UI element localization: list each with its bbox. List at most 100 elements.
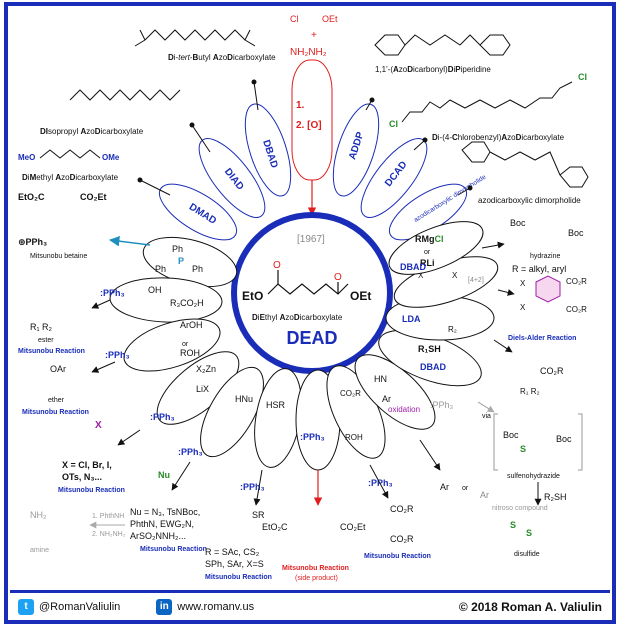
linkedin-icon: in	[156, 598, 173, 615]
halide-arrow	[117, 429, 141, 446]
hydrazine-label: hydrazine	[530, 253, 560, 260]
dcad-structure	[401, 81, 573, 123]
malonate-mitsunobu: Mitsunobu Reaction	[364, 553, 431, 560]
sulfur-pph3: :PPh₃	[430, 400, 454, 410]
halide-x-list: X = Cl, Br, I,	[62, 460, 112, 470]
diels-42: [4+2]	[468, 277, 484, 284]
thio-sr: SR	[252, 510, 265, 520]
nu-list3: ArSO₂NNH₂...	[130, 531, 186, 541]
ether-pph3: :PPh₃	[105, 350, 130, 360]
nu-arrow	[171, 461, 191, 491]
halide-lix: LiX	[196, 384, 209, 394]
center-o-mid: O	[334, 272, 342, 283]
disulfide-s2: S	[526, 528, 532, 538]
ether-mitsunobu: Mitsunobu Reaction	[22, 409, 89, 416]
side-eto2c: EtO₂C	[262, 522, 288, 532]
center-name: DiEthyl AzoDicarboxylate	[252, 313, 343, 322]
center-year: [1967]	[297, 234, 325, 245]
petal-dmad: DMAD	[137, 177, 238, 241]
copyright: © 2018 Roman A. Valiulin	[458, 599, 602, 614]
petal-addp: ADDP	[332, 97, 380, 197]
synth-cl: Cl	[290, 14, 299, 24]
lda-co2r: CO₂R	[540, 366, 564, 376]
dimorpholide-name: azodicarboxylic dimorpholide	[478, 196, 581, 205]
diels-x1: X	[418, 271, 424, 280]
thio-list2: SPh, SAr, X=S	[205, 559, 264, 569]
petal-diad: DIAD	[189, 122, 266, 218]
dcad-name: Di-(4-Chlorobenzyl)AzoDicarboxylate	[432, 133, 565, 142]
ester-mitsunobu: Mitsunobu Reaction	[18, 348, 85, 355]
oxidation-label: oxidation	[388, 405, 420, 414]
sulfur-via: via	[482, 413, 491, 420]
side-label: Mitsunobu Reaction	[282, 565, 349, 572]
malonate-roh: ROH	[345, 433, 363, 442]
diad-name: DIsopropyl AzoDicarboxylate	[40, 127, 144, 136]
malonate-arrow	[369, 464, 389, 499]
diels-co2r2: CO₂R	[566, 305, 587, 314]
twitter-handle: @RomanValiulin	[39, 600, 121, 613]
diels-ring	[535, 275, 561, 303]
sulfeno-boc2: Boc	[556, 434, 572, 444]
synth-hydrazine: NH₂NH₂	[290, 47, 327, 58]
betaine-label: Mitsunobu betaine	[30, 253, 87, 260]
ester-r1r2: R₁ R₂	[30, 322, 53, 332]
sulfeno-boc1: Boc	[503, 430, 519, 440]
nu-list: Nu = N₃, TsNBoc,	[130, 507, 200, 517]
diad-structure	[69, 89, 181, 101]
thio-mitsunobu: Mitsunobu Reaction	[205, 574, 272, 581]
twitter-link[interactable]: t @RomanValiulin	[18, 598, 121, 615]
diels-x2: X	[452, 271, 458, 280]
nitroso-or: or	[462, 485, 469, 492]
oxidation-ar: Ar	[382, 394, 391, 404]
ether-roh: ROH	[180, 348, 200, 358]
hydrazine-rmgcl: RMgCl	[415, 234, 444, 244]
lda-label: LDA	[402, 314, 421, 324]
petal-oxidation	[354, 354, 436, 430]
nu-pph3: :PPh₃	[178, 447, 203, 457]
petal-dbad: DBAD	[244, 79, 292, 197]
halide-pph3: :PPh₃	[150, 412, 175, 422]
synth-step1: 1.	[296, 100, 305, 111]
hydrazine-r: R = alkyl, aryl	[512, 264, 566, 274]
synth-step2: 2. [O]	[296, 120, 322, 131]
oxidation-arrow	[419, 439, 441, 471]
dcad-cl-left: Cl	[389, 119, 398, 129]
diels-x-bot: X	[520, 303, 526, 312]
center-oet: OEt	[350, 289, 371, 303]
sulfur-brackets	[493, 413, 583, 471]
amine-step2: 2. NH₂NH₂	[92, 531, 126, 538]
hydrazine-dbad: DBAD	[400, 262, 426, 272]
betaine-eto2c: EtO₂C	[18, 192, 45, 202]
malonate-co2r-bot: CO₂R	[390, 534, 414, 544]
addp-structure	[374, 34, 511, 56]
diels-x-top: X	[520, 279, 526, 288]
ether-label: ether	[48, 397, 65, 404]
pph3-ph2: Ph	[155, 264, 166, 274]
sulfeno-label: sulfenohydrazide	[507, 473, 560, 480]
lda-r2: R₂	[448, 325, 457, 334]
nitroso-label: nitroso compound	[492, 505, 548, 512]
center-eto: EtO	[242, 289, 263, 303]
nu-mitsunobu: Mitsunobu Reaction	[140, 546, 207, 553]
sulfur-dbad: DBAD	[420, 362, 446, 372]
ether-arrow	[91, 361, 116, 373]
hydrazine-arrow	[481, 241, 505, 249]
lda-arrow	[493, 339, 513, 353]
amine-nh2: NH₂	[30, 510, 47, 520]
ester-arrow	[91, 299, 111, 309]
website-link[interactable]: in www.romanv.us	[156, 598, 255, 615]
hydrazine-rli: RLi	[420, 258, 435, 268]
addp-name: 1,1'-(AzoDicarbonyl)DiPiperidine	[375, 65, 491, 74]
center-structure	[267, 270, 349, 295]
petal-nu	[200, 366, 264, 458]
ester-r3co2h: R₃CO₂H	[170, 298, 204, 308]
website-url: www.romanv.us	[177, 600, 255, 613]
dmad-ome: OMe	[102, 153, 120, 162]
twitter-icon: t	[18, 598, 34, 615]
thio-hsr: HSR	[266, 400, 286, 410]
nitroso-ar: Ar	[440, 482, 449, 492]
synth-plus: +	[311, 30, 317, 41]
nu-label: Nu	[158, 470, 170, 480]
